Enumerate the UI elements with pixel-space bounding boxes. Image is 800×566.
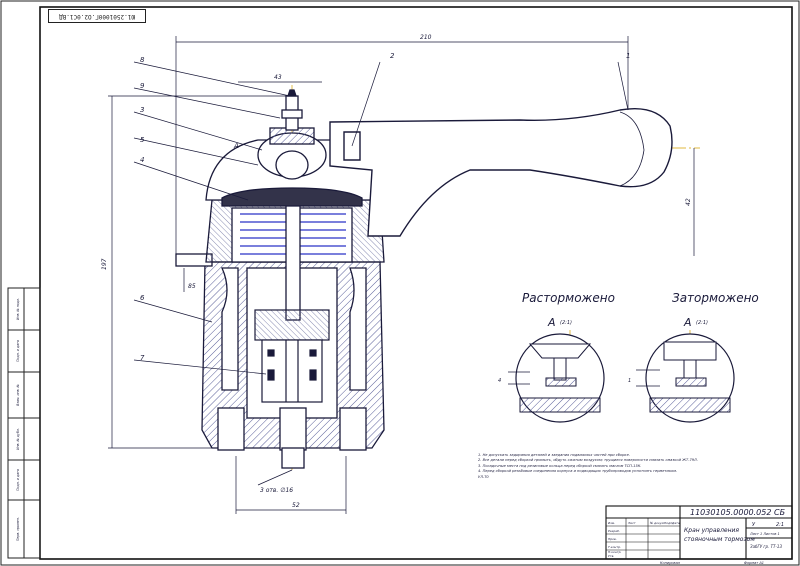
position-5: 5 [140, 136, 145, 144]
mid-body [175, 199, 385, 321]
released-label: А [547, 316, 556, 329]
dim-bottom-width: 52 [292, 502, 300, 509]
position-9: 9 [140, 82, 145, 90]
side-column-label: Взам. инв. № [16, 384, 20, 406]
braked-label: А [683, 316, 692, 329]
section-titles: Расторможено А (2:1) 4 Заторможено А (2:… [498, 291, 759, 384]
side-column-label: Подп. и дата [16, 469, 20, 491]
drawing-code-stamp: Ю1.2501000Г.О2.0С1.ВД [48, 9, 146, 23]
dim-bolt-spec: 3 отв. ∅16 [260, 487, 293, 494]
tb-role-prov: Пров. [608, 537, 617, 541]
sheet-inner-frame [39, 6, 793, 560]
tb-scale: 2:1 [776, 522, 784, 528]
braked-title: Заторможено [672, 291, 759, 305]
tb-org: ЗабГУ гр. ТТ-13 [750, 544, 782, 549]
brake-lever-handle [329, 108, 673, 237]
tb-role-list: Лист [627, 521, 636, 525]
side-column-label: Инв. № подл. [16, 298, 20, 320]
position-2: 2 [390, 52, 395, 60]
tb-role-utv: Утв. [608, 554, 614, 558]
dim-overall-length: 210 [420, 34, 432, 41]
position-numbers: 8 9 3 5 4 6 7 2 1 А [140, 52, 630, 362]
released-title: Расторможено [522, 291, 615, 305]
section-view-braked [636, 333, 735, 423]
dim-overall-height: 197 [101, 258, 108, 270]
dim-width-upper: 43 [274, 74, 282, 81]
side-column-label: Инв. № дубл. [16, 428, 20, 450]
tb-role-doc: № докум. [649, 521, 665, 525]
tb-sheet-info: Лист 1 Листов 1 [749, 532, 780, 536]
tb-role-nkontr: Н.контр. [608, 550, 621, 554]
technical-requirements: 1. Не допускать задирания деталей и заед… [478, 453, 788, 480]
dimension-lines [108, 36, 695, 514]
tb-role-podp: Подп. [664, 521, 673, 525]
tb-format: Формат А1 [744, 561, 764, 565]
note-3: 3. Посадочные места под резиновые кольца… [478, 463, 642, 468]
tb-role-razrab: Разраб. [608, 529, 620, 533]
braked-scale: (2:1) [696, 320, 708, 326]
braked-dim: 1 [628, 378, 631, 384]
released-dim: 4 [498, 378, 501, 384]
tb-role-tkontr: Т.контр. [608, 545, 621, 549]
position-7: 7 [140, 354, 145, 362]
section-view-released [508, 333, 605, 423]
tb-copied: Копировал [660, 561, 681, 565]
tb-name-line2: стояночным тормозом [684, 536, 755, 543]
position-8: 8 [140, 56, 145, 64]
note-5: УЛ-Т0 [478, 474, 489, 479]
dome-cover [205, 89, 385, 207]
note-1: 1. Не допускать задирания деталей и заед… [478, 453, 630, 457]
tb-designation: 11030105.0000.052 СБ [690, 508, 786, 517]
position-6: 6 [140, 294, 145, 302]
side-column-label: Перв. примен. [16, 517, 20, 541]
title-block [605, 505, 793, 560]
title-block-texts: 11030105.0000.052 СБ Кран управления сто… [608, 508, 786, 565]
note-4: 4. Перед сборкой резьбовые соединения ко… [478, 469, 678, 474]
side-column-label: Подп. и дата [16, 340, 20, 362]
position-4: 4 [140, 156, 144, 164]
tb-role-izm: Изм. [608, 521, 615, 525]
tb-name-line1: Кран управления [684, 527, 739, 534]
position-1: 1 [626, 52, 630, 60]
note-2: 2. Все детали перед сборкой промыть, обд… [478, 458, 698, 463]
position-3: 3 [140, 106, 144, 114]
dimension-texts: 210 43 197 85 42 52 3 отв. ∅16 [101, 34, 692, 509]
tb-role-date: Дата [671, 521, 680, 525]
dim-handle-height: 42 [685, 198, 692, 206]
released-scale: (2:1) [560, 320, 572, 326]
dim-base-offset: 85 [188, 283, 196, 290]
section-mark-a: А [233, 142, 239, 150]
tb-stage: У [752, 522, 756, 528]
lower-piston [254, 309, 330, 403]
